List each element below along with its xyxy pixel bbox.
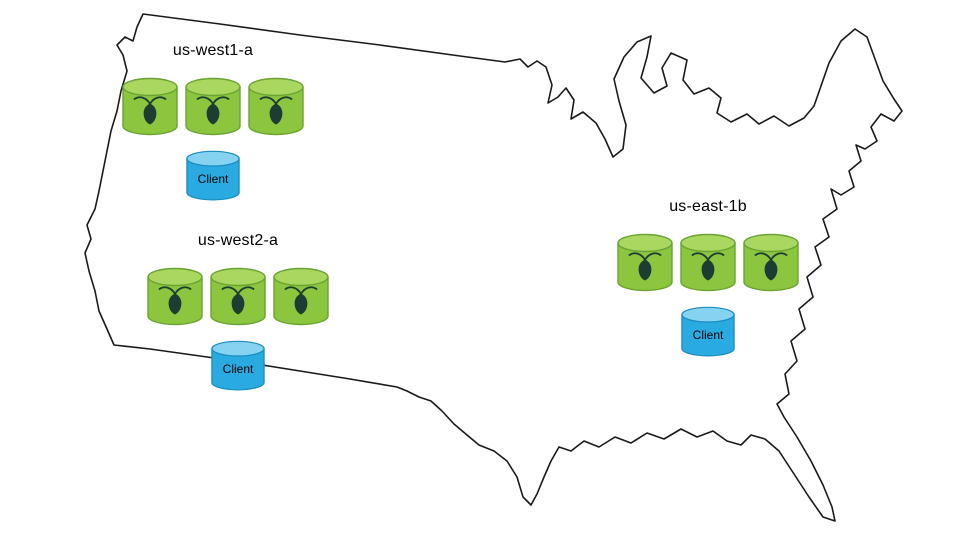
cockroachdb-node-cylinder [681, 234, 735, 291]
zone-label: us-west2-a [197, 232, 279, 249]
node-row [122, 77, 304, 137]
cockroachdb-node-cylinder [744, 234, 798, 291]
node-row [617, 233, 799, 293]
zone-label: us-west1-a [172, 42, 254, 59]
client-cylinder [211, 341, 265, 390]
cockroachdb-node-cylinder [148, 268, 202, 325]
client-cylinder [186, 151, 240, 200]
cockroachdb-node-cylinder [123, 78, 177, 135]
client-node: Client [681, 306, 735, 358]
zone-us-east-1b: us-east-1b Client [617, 198, 799, 358]
database-cylinder [211, 341, 265, 390]
cockroachdb-node-cylinder [186, 78, 240, 135]
zone-us-west2-a: us-west2-a Client [147, 232, 329, 392]
cockroachdb-node-cylinder [274, 268, 328, 325]
cockroachdb-node-cylinder [211, 268, 265, 325]
database-cylinder [186, 151, 240, 200]
client-node: Client [211, 340, 265, 392]
client-node: Client [186, 150, 240, 202]
client-cylinder [681, 307, 735, 356]
us-map-border-path [84, 13, 903, 522]
database-cylinder [681, 307, 735, 356]
cockroachdb-node-cylinder [249, 78, 303, 135]
zone-us-west1-a: us-west1-a Client [122, 42, 304, 202]
zone-label: us-east-1b [669, 198, 747, 215]
node-row [147, 267, 329, 327]
cockroachdb-node-cylinder [618, 234, 672, 291]
